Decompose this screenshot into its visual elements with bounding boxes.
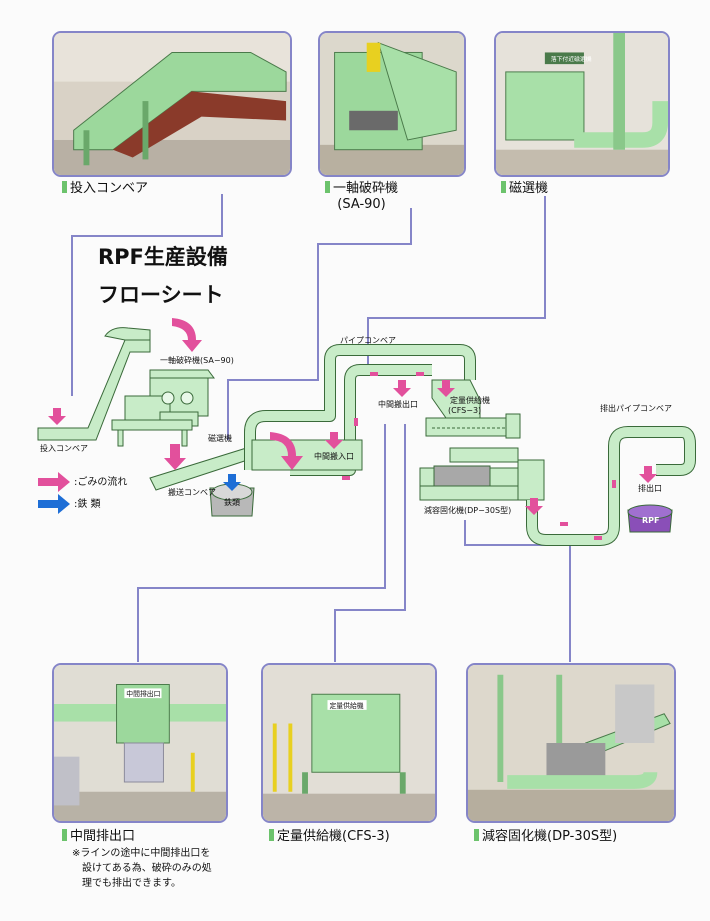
- label-magnet: 磁選機: [208, 434, 232, 443]
- discharge-pipe-fill: [527, 427, 695, 545]
- label-solidifier: 減容固化機(DP−30S型): [424, 506, 512, 515]
- infeed-conveyor-graphic: [37, 327, 151, 441]
- caption-shredder-model: (SA-90): [337, 197, 386, 212]
- caption-intermediate-outlet: 中間排出口: [62, 829, 135, 845]
- label-transport: 搬送コンベア: [168, 488, 216, 497]
- page-title-line1: RPF生産設備: [98, 245, 228, 269]
- arrow-shredder-out: [164, 444, 186, 470]
- label-iron: 鉄類: [224, 498, 240, 507]
- label-pipe-conveyor: パイプコンベア: [340, 336, 396, 345]
- caption-feeder: 定量供給機(CFS-3): [269, 829, 390, 845]
- photo-solidifier: [466, 663, 676, 823]
- label-mid-carry-in: 中間搬入口: [314, 452, 354, 461]
- feeder-photo: 定量供給機: [263, 665, 435, 821]
- label-infeed: 投入コンベア: [40, 444, 88, 453]
- discharge-pipe-graphic: [526, 426, 696, 546]
- caption-bar: [474, 829, 479, 841]
- solidifier-photo: [468, 665, 674, 821]
- note-line: 理でも排出できます。: [82, 878, 181, 889]
- intermediate-outlet-photo: 中間排出口: [54, 665, 226, 821]
- page-title-line2: フローシート: [98, 283, 224, 307]
- label-rpf: RPF: [642, 516, 660, 525]
- arrow-into-intake: [270, 432, 303, 470]
- label-feeder: 定量供給機: [450, 396, 490, 405]
- caption-bar: [325, 181, 330, 193]
- legend-waste-flow: :ごみの流れ: [74, 477, 128, 488]
- legend-iron-flow: :鉄 類: [74, 499, 101, 510]
- label-discharge-pipe: 排出パイプコンベア: [600, 404, 672, 413]
- caption-solidifier: 減容固化機(DP-30S型): [474, 829, 617, 845]
- connector-solidifier: [464, 520, 571, 662]
- photo-magnetic-separator: 落下付近磁選機: [494, 31, 670, 177]
- infeed-conveyor-photo: [54, 33, 290, 175]
- intermediate-outlet-note: ※ラインの途中に中間排出口を 設けてある為、破砕のみの処 理でも排出できます。: [72, 846, 212, 891]
- magnetic-sign-text: 落下付近磁選機: [551, 55, 592, 63]
- note-line: ※ラインの途中に中間排出口を: [72, 848, 211, 859]
- legend-iron-arrow: [38, 494, 70, 514]
- arrow-mid-in: [325, 432, 343, 449]
- caption-bar: [62, 181, 67, 193]
- magnetic-separator-photo: 落下付近磁選機: [496, 33, 668, 175]
- label-outlet: 排出口: [638, 484, 662, 493]
- arrow-solidifier-out: [525, 498, 543, 515]
- caption-infeed-conveyor: 投入コンベア: [62, 181, 148, 197]
- caption-bar: [62, 829, 67, 841]
- arrow-into-feeder: [437, 380, 455, 397]
- feeder-sign-text: 定量供給機: [329, 701, 363, 710]
- pipe-conveyor-graphic: [244, 344, 476, 476]
- photo-intermediate-outlet: 中間排出口: [52, 663, 228, 823]
- arrow-mid-carry: [393, 380, 411, 397]
- label-shredder: 一軸破砕機(SA−90): [160, 356, 234, 365]
- waste-flow-arrows: [38, 318, 657, 515]
- legend-waste-arrow: [38, 472, 70, 492]
- caption-bar: [269, 829, 274, 841]
- caption-shredder: 一軸破砕機 (SA-90): [325, 181, 398, 213]
- photo-infeed-conveyor: [52, 31, 292, 177]
- photo-shredder: [318, 31, 466, 177]
- arrow-into-iron-bin: [223, 474, 241, 491]
- note-line: 設けてある為、破砕のみの処: [82, 863, 212, 874]
- photo-feeder: 定量供給機: [261, 663, 437, 823]
- caption-magnetic-separator: 磁選機: [501, 181, 548, 197]
- mid-outlet-sign-text: 中間排出口: [126, 689, 160, 698]
- arrow-into-outlet: [639, 466, 657, 483]
- shredder-graphic: [111, 369, 215, 447]
- transport-conveyor-graphic: [149, 439, 279, 491]
- label-mid-carry: 中間搬出口: [378, 400, 418, 409]
- caption-bar: [501, 181, 506, 193]
- arrow-into-shredder: [172, 318, 202, 352]
- shredder-photo: [320, 33, 464, 175]
- pipe-conveyor-fill: [245, 345, 475, 475]
- solidifier-graphic: [419, 447, 545, 501]
- label-feeder-model: (CFS−3): [448, 406, 482, 415]
- arrow-into-infeed: [48, 408, 66, 425]
